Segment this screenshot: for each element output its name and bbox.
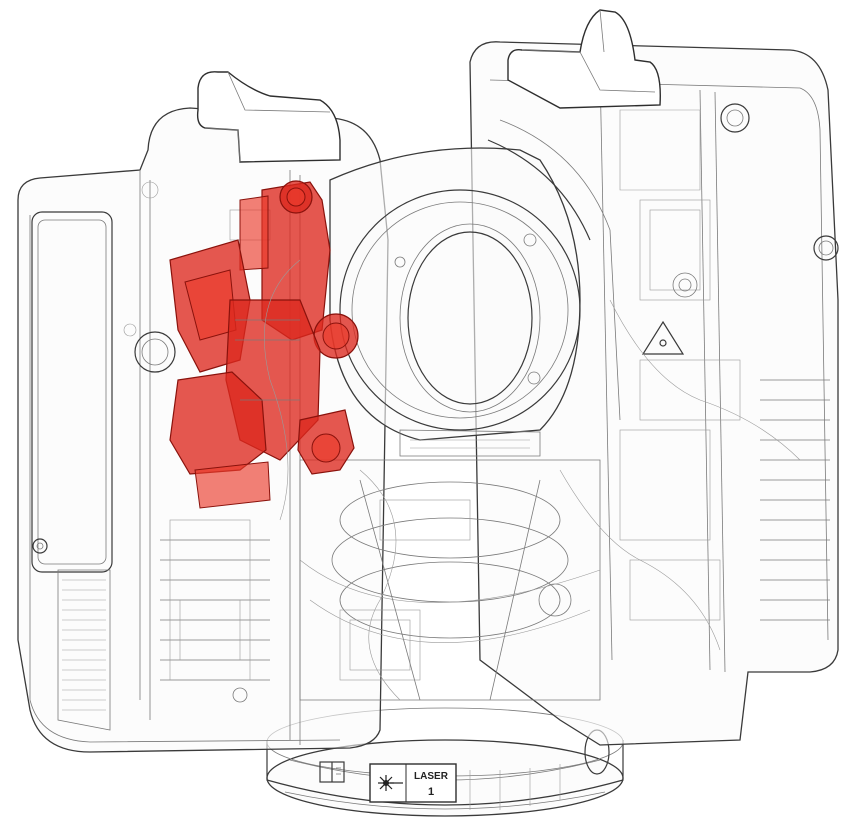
laser-radiation-starburst-icon: [378, 775, 403, 791]
display-screen: [31, 211, 113, 573]
vent-grille: [57, 569, 111, 731]
rotating-mirror-head: [329, 119, 621, 457]
right-carry-handle: [507, 9, 661, 109]
right-side-lens: [813, 235, 839, 261]
laser-label-line1: LASER: [414, 771, 449, 782]
internal-cables: [264, 259, 801, 701]
read-manual-icon: [319, 761, 345, 783]
left-camera-lens: [134, 331, 176, 373]
side-button: [32, 538, 48, 554]
laser-warning-triangle-icon: [641, 320, 685, 355]
laser-label-line2: 1: [428, 786, 434, 798]
mirror-aperture: [407, 231, 533, 405]
center-lower-assembly: [299, 459, 601, 701]
highlighted-red-component: [169, 180, 359, 509]
left-carry-handle: [196, 71, 341, 163]
top-right-port: [720, 103, 750, 133]
laser-class-label: LASER 1: [369, 763, 457, 803]
